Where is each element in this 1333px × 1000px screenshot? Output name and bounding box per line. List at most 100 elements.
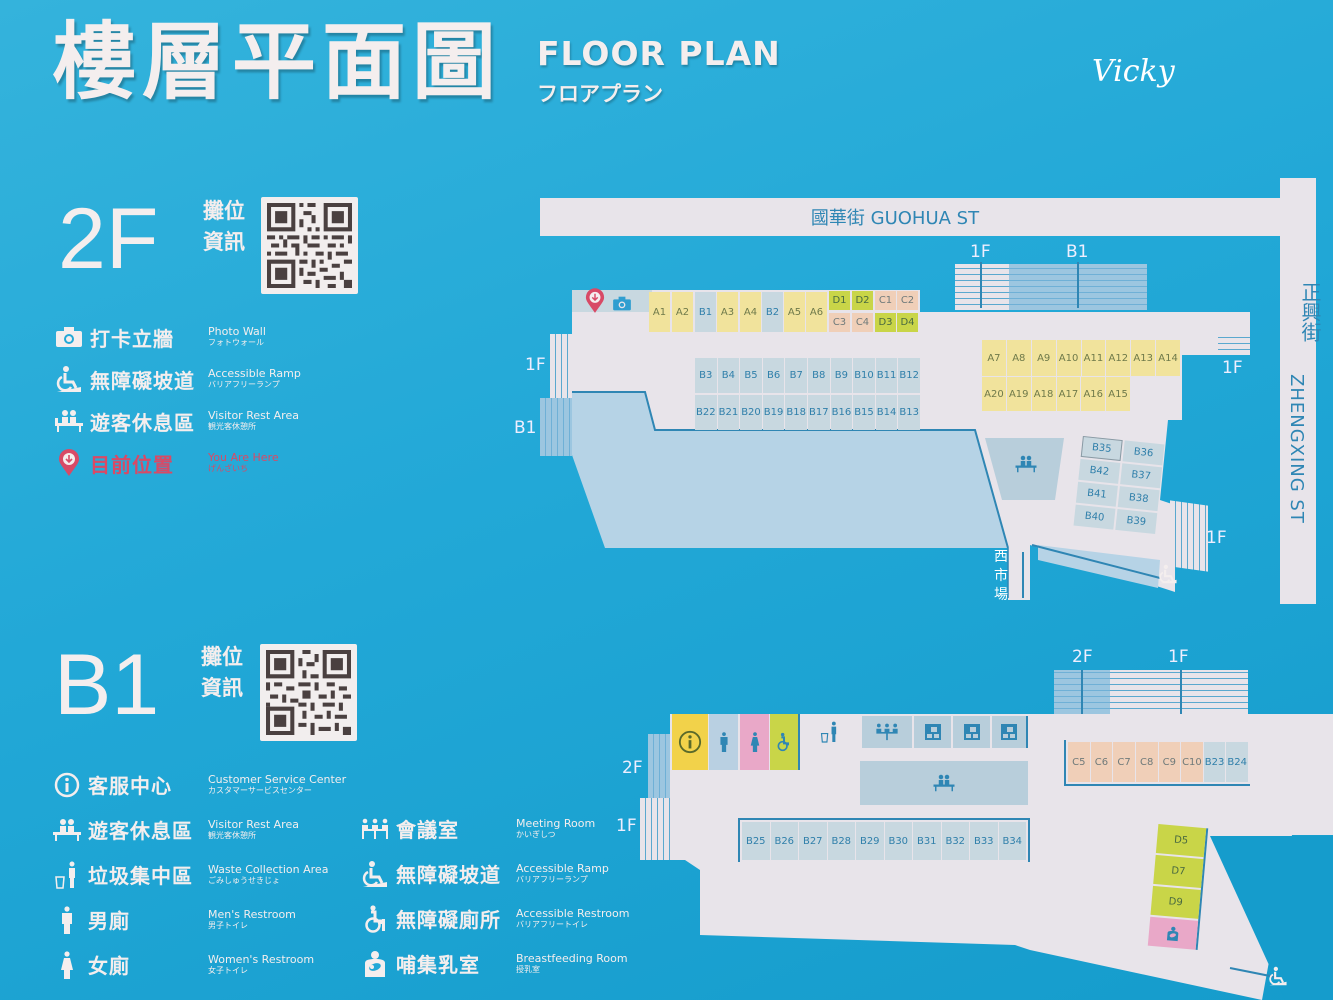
booth-D2[interactable]: D2 [852,291,873,310]
booth-B19[interactable]: B19 [762,395,785,430]
storage-room-3[interactable] [992,716,1028,748]
stairs-left-1f[interactable] [550,334,572,398]
booth-B2[interactable]: B2 [762,292,783,332]
booth-D4[interactable]: D4 [897,313,918,332]
booth-B39[interactable]: B39 [1115,508,1158,535]
booth-C9[interactable]: C9 [1158,742,1181,782]
booth-B42[interactable]: B42 [1078,458,1121,484]
booth-C10[interactable]: C10 [1181,742,1203,782]
booth-C6[interactable]: C6 [1090,742,1113,782]
booth-C8[interactable]: C8 [1135,742,1158,782]
booth-B40[interactable]: B40 [1073,504,1116,530]
booth-D1[interactable]: D1 [829,291,850,310]
stairs-left-1f[interactable] [640,798,670,860]
booth-B38[interactable]: B38 [1117,486,1160,512]
stairs-up-1f-b1[interactable] [1110,670,1248,714]
booth-B27[interactable]: B27 [799,822,827,860]
booth-B32[interactable]: B32 [941,822,969,860]
booth-A7[interactable]: A7 [982,340,1006,376]
qr-code-2f[interactable] [261,197,358,294]
booth-B18[interactable]: B18 [785,395,807,430]
booth-B35[interactable]: B35 [1080,435,1123,462]
booth-B20[interactable]: B20 [740,395,762,430]
booth-A16[interactable]: A16 [1081,377,1106,411]
qr-code-b1[interactable] [260,644,357,741]
booth-B1[interactable]: B1 [695,292,716,332]
booth-B30[interactable]: B30 [884,822,912,860]
visitor-rest-area-b1[interactable] [860,761,1028,805]
booth-B6[interactable]: B6 [762,358,785,393]
booth-B28[interactable]: B28 [827,822,855,860]
booth-C1[interactable]: C1 [875,291,896,310]
booth-A9[interactable]: A9 [1031,340,1056,376]
booth-B25[interactable]: B25 [742,822,770,860]
booth-A19[interactable]: A19 [1006,377,1031,411]
stairs-left-2f[interactable] [648,734,670,798]
booth-A18[interactable]: A18 [1031,377,1056,411]
booth-A8[interactable]: A8 [1006,340,1031,376]
booth-D7[interactable]: D7 [1153,854,1204,889]
storage-room-1[interactable] [914,716,951,748]
stairs-right-1f[interactable] [1218,335,1250,355]
booth-A12[interactable]: A12 [1106,340,1131,376]
customer-service-center[interactable] [672,714,708,770]
booth-B10[interactable]: B10 [853,358,875,393]
booth-B17[interactable]: B17 [808,395,830,430]
booth-B41[interactable]: B41 [1075,481,1118,507]
booth-A14[interactable]: A14 [1156,340,1180,376]
booth-B12[interactable]: B12 [898,358,920,393]
booth-B24[interactable]: B24 [1226,742,1248,782]
booth-A17[interactable]: A17 [1056,377,1081,411]
booth-B16[interactable]: B16 [830,395,853,430]
booth-B7[interactable]: B7 [785,358,807,393]
booth-B34[interactable]: B34 [998,822,1026,860]
booth-B23[interactable]: B23 [1203,742,1226,782]
booth-A3[interactable]: A3 [717,292,738,332]
stairs-down-2f-b1[interactable] [1054,670,1110,714]
breastfeeding-room[interactable] [1147,916,1199,950]
booth-B15[interactable]: B15 [853,395,875,430]
booth-A20[interactable]: A20 [982,377,1006,411]
booth-B21[interactable]: B21 [717,395,740,430]
booth-C3[interactable]: C3 [829,313,850,332]
booth-B9[interactable]: B9 [830,358,853,393]
booth-A4[interactable]: A4 [740,292,761,332]
booth-D9[interactable]: D9 [1150,885,1201,919]
booth-B29[interactable]: B29 [856,822,884,860]
booth-C5[interactable]: C5 [1068,742,1090,782]
booth-B37[interactable]: B37 [1120,463,1163,489]
meeting-room[interactable] [862,716,912,748]
booth-B4[interactable]: B4 [717,358,740,393]
booth-C7[interactable]: C7 [1113,742,1135,782]
booth-B14[interactable]: B14 [875,395,898,430]
booth-A10[interactable]: A10 [1056,340,1081,376]
booth-D5[interactable]: D5 [1155,824,1207,858]
booth-B13[interactable]: B13 [898,395,920,430]
booth-A11[interactable]: A11 [1081,340,1106,376]
booth-B3[interactable]: B3 [695,358,717,393]
womens-restroom[interactable] [740,714,769,770]
booth-B36[interactable]: B36 [1122,440,1165,466]
storage-room-2[interactable] [953,716,990,748]
booth-A15[interactable]: A15 [1106,377,1130,411]
stairs-left-b1[interactable] [540,398,572,456]
booth-A1[interactable]: A1 [649,292,670,332]
booth-B8[interactable]: B8 [808,358,830,393]
booth-A6[interactable]: A6 [806,292,827,332]
mens-restroom[interactable] [709,714,738,770]
booth-D3[interactable]: D3 [875,313,896,332]
booth-B31[interactable]: B31 [913,822,941,860]
booth-C4[interactable]: C4 [852,313,873,332]
booth-B22[interactable]: B22 [695,395,717,430]
booth-B26[interactable]: B26 [770,822,798,860]
accessible-restroom[interactable] [770,714,800,770]
stairs-bottom-right-1f[interactable] [1170,500,1208,572]
booth-A2[interactable]: A2 [672,292,693,332]
stairs-up-1f[interactable] [955,264,1009,310]
booth-B33[interactable]: B33 [970,822,998,860]
booth-B5[interactable]: B5 [740,358,762,393]
booth-C2[interactable]: C2 [897,291,918,310]
booth-A13[interactable]: A13 [1131,340,1156,376]
booth-A5[interactable]: A5 [784,292,805,332]
booth-B11[interactable]: B11 [875,358,898,393]
